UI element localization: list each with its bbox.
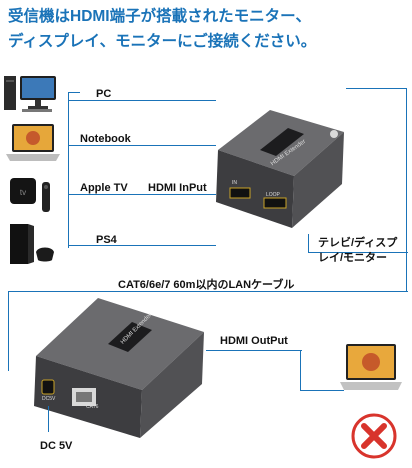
source-bracket-line (68, 92, 70, 248)
receiver-port-cat-label: CAT6 (86, 404, 99, 410)
source-label-notebook: Notebook (80, 133, 131, 145)
source-label-apple-tv: Apple TV (80, 182, 128, 194)
loop-connector-right (406, 88, 408, 252)
loop-connector-vertical (308, 234, 310, 252)
apple-tv-icon: tv (10, 178, 50, 212)
loop-display-label-line-1: テレビ/ディスプ (318, 237, 398, 249)
power-label: DC 5V (40, 440, 73, 452)
page-title: 受信機はHDMI端子が搭載されたモニター、 ディスプレイ、モニターにご接続くださ… (8, 4, 408, 54)
heading-line-1: 受信機はHDMI端子が搭載されたモニター、 (8, 8, 311, 25)
ps4-icon (10, 224, 54, 264)
notebook-icon (6, 124, 60, 161)
desktop-pc-icon (4, 76, 56, 112)
hdmi-input-label: HDMI InPut (148, 182, 207, 194)
source-label-pc: PC (96, 88, 112, 100)
hdmi-output-label: HDMI OutPut (220, 335, 288, 347)
lan-cable-label: CAT6/6e/7 60m以内のLANケーブル (118, 279, 295, 291)
output-connector (206, 350, 302, 352)
cable-line-top (8, 291, 408, 293)
loop-display-label: テレビ/ディスプ レイ/モニター (318, 236, 397, 266)
ps4-connector (68, 245, 216, 247)
pc-bend (68, 92, 80, 94)
cable-line-left (8, 291, 10, 371)
output-connector-down (300, 350, 302, 390)
svg-text:tv: tv (20, 188, 26, 197)
loop-connector-top (346, 88, 406, 90)
loop-display-label-line-2: レイ/モニター (318, 252, 388, 264)
pc-connector (68, 100, 216, 102)
transmitter-port-loop-label: LOOP (266, 192, 280, 198)
receiver-unit (34, 298, 204, 438)
output-laptop-icon (340, 344, 402, 390)
apple-tv-connector (68, 194, 216, 196)
notebook-connector (68, 145, 216, 147)
not-supported-x-icon (351, 413, 397, 459)
transmitter-port-in-label: IN (232, 180, 237, 186)
power-connector (48, 406, 50, 432)
cable-line-right (406, 252, 408, 292)
heading-line-2: ディスプレイ、モニターにご接続ください。 (8, 33, 317, 50)
receiver-port-dc-label: DC5V (42, 396, 56, 402)
output-connector-end (300, 390, 344, 392)
source-label-ps4: PS4 (96, 234, 117, 246)
loop-connector-horizontal (308, 252, 408, 254)
transmitter-unit (216, 110, 344, 228)
